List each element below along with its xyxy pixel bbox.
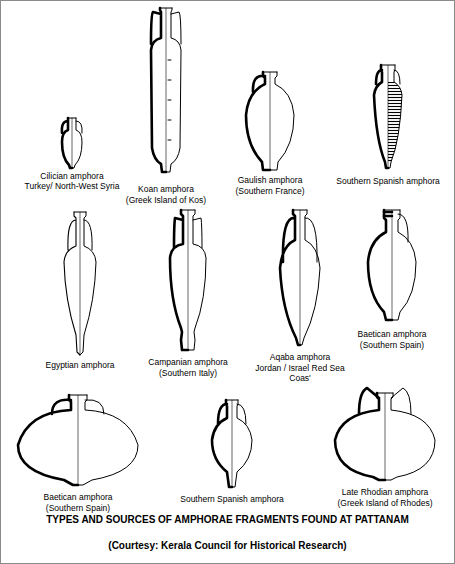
cilician-amphora: [62, 118, 82, 168]
amphora-label: Campanian amphora: [148, 357, 227, 367]
egyptian-amphora: [64, 212, 96, 355]
southern-spanish-amphora: [374, 65, 402, 168]
amphora-label: Jordan / Israel Red Sea Coas': [255, 363, 345, 383]
late-rhodian-amphora: [335, 388, 435, 480]
southern-spanish-amphora: [212, 400, 252, 487]
amphora-label: Baetican amphora: [358, 329, 427, 339]
amphora-label: Cilician amphora: [40, 171, 103, 181]
amphora-label: Southern Spanish amphora: [336, 176, 440, 186]
figure-caption: (Courtesy: Kerala Council for Historical…: [0, 540, 455, 551]
amphora-label: Turkey/ North-West Syria: [25, 181, 120, 191]
baetican-globular-amphora: [18, 395, 138, 485]
amphora-label: (Greek Island of Kos): [126, 195, 206, 205]
figure-title: TYPES AND SOURCES OF AMPHORAE FRAGMENTS …: [0, 514, 455, 525]
koan-amphora: [151, 8, 181, 172]
amphora-label: Koan amphora: [138, 184, 194, 194]
amphora-label: Baetican amphora: [44, 492, 113, 502]
amphora-label: (Greek Island of Rhodes): [338, 498, 433, 508]
campanian-amphora: [170, 210, 206, 350]
amphora-label: Southern Spanish amphora: [180, 494, 284, 504]
amphora-label: Aqaba amphora: [270, 352, 331, 362]
aqaba-amphora: [280, 210, 320, 345]
gaulish-amphora: [246, 72, 294, 170]
amphora-label: (Southern Italy): [159, 368, 217, 378]
amphora-label: Late Rhodian amphora: [342, 487, 428, 497]
amphora-label: Gaulish amphora: [238, 175, 303, 185]
amphora-label: (Southern Spain): [360, 340, 424, 350]
baetican-amphora: [368, 210, 416, 320]
amphora-label: (Southern Spain): [46, 503, 110, 513]
amphora-label: Egyptian amphora: [46, 360, 115, 370]
amphora-label: (Southern France): [236, 186, 305, 196]
